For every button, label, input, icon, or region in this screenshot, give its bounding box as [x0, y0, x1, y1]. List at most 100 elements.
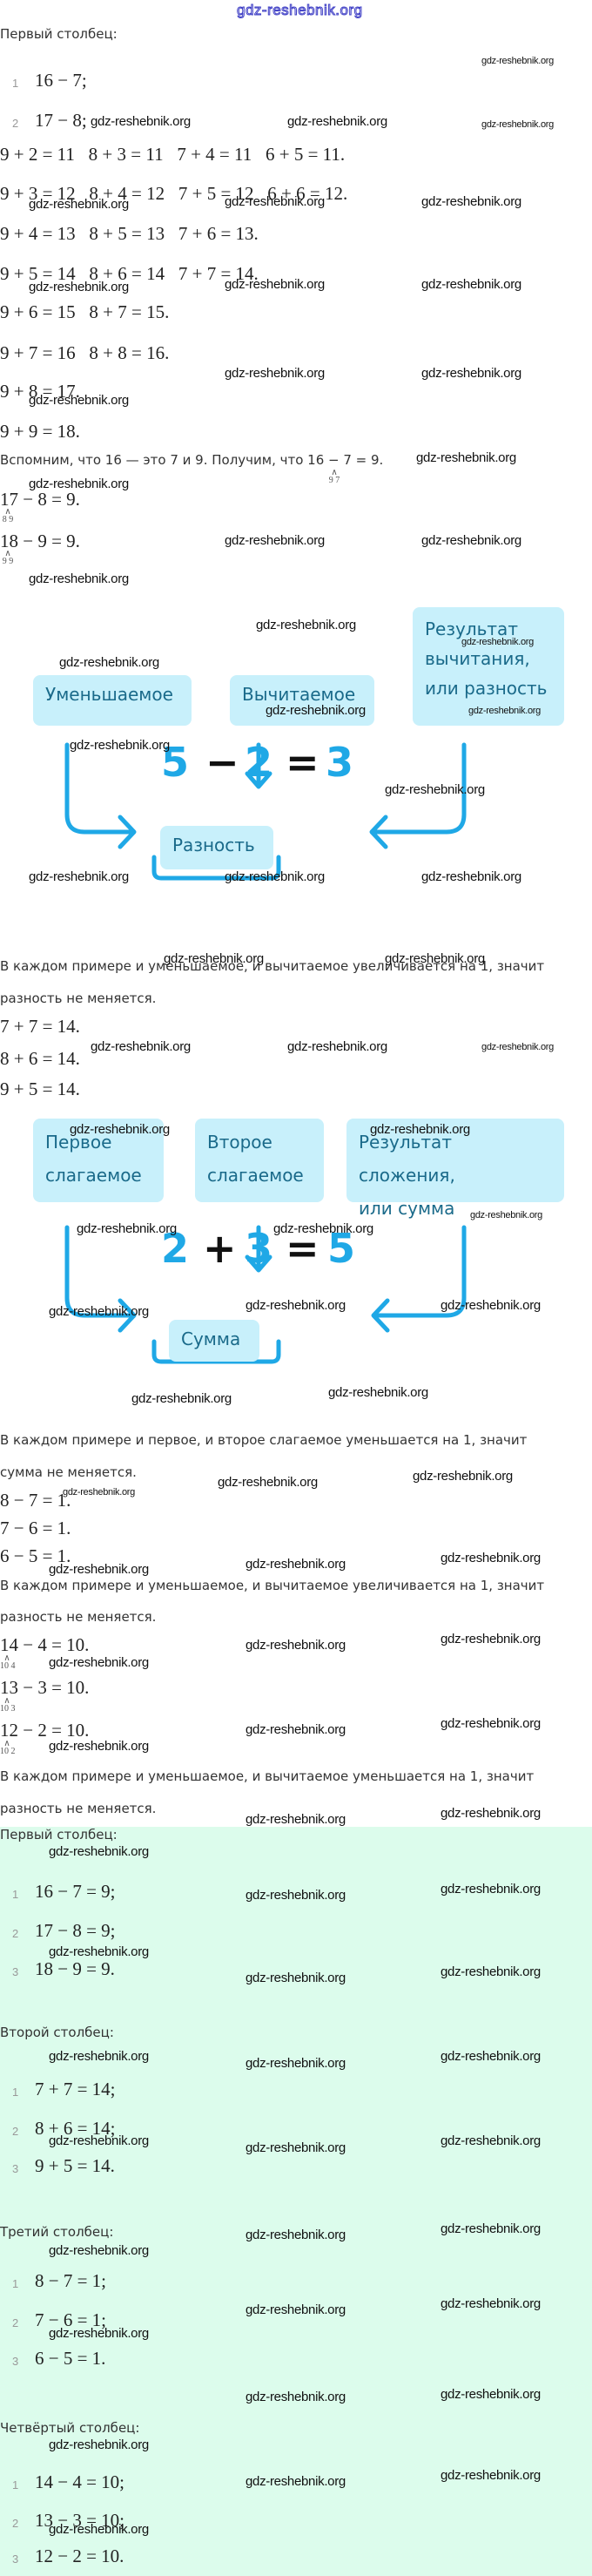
- watermark-text: gdz-reshebnik.org: [441, 1964, 541, 1979]
- arrow-sum: [371, 1225, 467, 1333]
- list-item: 16 − 7;: [35, 70, 87, 91]
- watermark-text: gdz-reshebnik.org: [421, 194, 521, 209]
- explanation-text: В каждом примере и уменьшаемое, и вычита…: [0, 1578, 545, 1593]
- list-number: 1: [12, 2478, 19, 2491]
- watermark-text: gdz-reshebnik.org: [246, 1888, 346, 1903]
- minuend-label: Уменьшаемое: [45, 684, 173, 705]
- watermark-text: gdz-reshebnik.org: [246, 1638, 346, 1653]
- decomposition-values: 10 4: [0, 1661, 16, 1671]
- second-addend-label: слагаемое: [207, 1165, 304, 1186]
- result-label-line: или сумма: [359, 1198, 455, 1219]
- watermark-text: gdz-reshebnik.org: [218, 1475, 318, 1490]
- watermark-text: gdz-reshebnik.org: [29, 869, 129, 884]
- list-number: 1: [12, 1888, 19, 1901]
- answer-item: 16 − 7 = 9;: [35, 1881, 116, 1902]
- minus-sign: −: [205, 739, 239, 786]
- watermark-text: gdz-reshebnik.org: [441, 2133, 541, 2148]
- watermark-text: gdz-reshebnik.org: [256, 618, 356, 632]
- sum-label: Сумма: [181, 1329, 241, 1349]
- watermark-text: gdz-reshebnik.org: [49, 1304, 149, 1319]
- watermark-text: gdz-reshebnik.org: [164, 951, 264, 966]
- watermark-text: gdz-reshebnik.org: [49, 1844, 149, 1859]
- watermark-text: gdz-reshebnik.org: [49, 2243, 149, 2258]
- decomposition-16: ∧9 7: [328, 468, 340, 485]
- explanation-text: В каждом примере и уменьшаемое, и вычита…: [0, 958, 545, 974]
- watermark-text: gdz-reshebnik.org: [385, 951, 485, 966]
- result-label-line: Результат: [425, 619, 518, 639]
- watermark-text: gdz-reshebnik.org: [441, 1716, 541, 1731]
- equation-line: 9 + 7 = 16 8 + 8 = 16.: [0, 342, 170, 363]
- watermark-text: gdz-reshebnik.org: [29, 197, 129, 212]
- equation-line: 9 + 8 = 17.: [0, 381, 80, 402]
- decomposition-13: ∧10 3: [0, 1696, 16, 1714]
- watermark-text: gdz-reshebnik.org: [29, 477, 129, 491]
- result-label-line: или разность: [425, 678, 548, 699]
- equation-line: 18 − 9 = 9.: [0, 531, 80, 551]
- watermark-text: gdz-reshebnik.org: [49, 2437, 149, 2452]
- watermark-text: gdz-reshebnik.org: [225, 869, 325, 884]
- arrow-minuend: [64, 742, 137, 849]
- watermark-text: gdz-reshebnik.org: [70, 738, 170, 753]
- watermark-text: gdz-reshebnik.org: [441, 2221, 541, 2236]
- watermark-text: gdz-reshebnik.org: [266, 703, 366, 718]
- explanation-text: В каждом примере и первое, и второе слаг…: [0, 1432, 528, 1448]
- explanation-text: разность не меняется.: [0, 1609, 157, 1625]
- watermark-text: gdz-reshebnik.org: [246, 2140, 346, 2155]
- explanation-text: разность не меняется.: [0, 1801, 157, 1816]
- equation-line: 9 + 9 = 18.: [0, 421, 80, 442]
- equation-line: 17 − 8 = 9.: [0, 489, 80, 510]
- watermark-text: gdz-reshebnik.org: [49, 1655, 149, 1670]
- plus-sign: +: [203, 1225, 237, 1272]
- watermark-text: gdz-reshebnik.org: [370, 1122, 470, 1137]
- watermark-text: gdz-reshebnik.org: [49, 2133, 149, 2148]
- watermark-text: gdz-reshebnik.org: [413, 1469, 513, 1484]
- watermark-text: gdz-reshebnik.org: [29, 393, 129, 408]
- watermark-text: gdz-reshebnik.org: [470, 1210, 542, 1220]
- answer-item: 13 − 3 = 10;: [35, 2510, 125, 2531]
- explanation-text: Вспомним, что 16 — это 7 и 9. Получим, ч…: [0, 452, 384, 468]
- answer-item: 7 + 7 = 14;: [35, 2079, 116, 2099]
- answer-item: 14 − 4 = 10;: [35, 2471, 125, 2492]
- bracket-difference: [151, 855, 281, 881]
- answer-item: 8 + 6 = 14;: [35, 2118, 116, 2139]
- second-addend-box: Второе слагаемое: [195, 1119, 324, 1202]
- list-number: 3: [12, 1965, 19, 1978]
- watermark-text: gdz-reshebnik.org: [225, 277, 325, 292]
- answer-item: 8 − 7 = 1;: [35, 2270, 107, 2291]
- answer-item: 7 − 6 = 1;: [35, 2309, 107, 2330]
- second-addend-number: 3: [245, 1225, 273, 1272]
- list-number: 1: [12, 77, 19, 90]
- list-number: 2: [12, 117, 19, 130]
- watermark-text: gdz-reshebnik.org: [421, 869, 521, 884]
- watermark-text: gdz-reshebnik.org: [273, 1221, 373, 1236]
- second-addend-label: Второе: [207, 1132, 272, 1153]
- watermark-text: gdz-reshebnik.org: [49, 2522, 149, 2537]
- list-item: 17 − 8;: [35, 110, 87, 131]
- first-addend-label: слагаемое: [45, 1165, 142, 1186]
- watermark-text: gdz-reshebnik.org: [421, 366, 521, 381]
- minuend-number: 5: [161, 739, 190, 786]
- answer-item: 9 + 5 = 14.: [35, 2155, 115, 2176]
- watermark-text: gdz-reshebnik.org: [461, 637, 534, 647]
- equation-line: 9 + 6 = 15 8 + 7 = 15.: [0, 301, 170, 322]
- watermark-text: gdz-reshebnik.org: [49, 1562, 149, 1577]
- watermark-text: gdz-reshebnik.org: [441, 2468, 541, 2483]
- explanation-text: разность не меняется.: [0, 991, 157, 1006]
- decomposition-17: ∧8 9: [2, 507, 14, 524]
- watermark-text: gdz-reshebnik.org: [441, 2296, 541, 2311]
- site-watermark-header[interactable]: gdz-reshebnik.org: [237, 2, 363, 19]
- watermark-text: gdz-reshebnik.org: [225, 194, 325, 209]
- first-addend-label: Первое: [45, 1132, 112, 1153]
- decomposition-14: ∧10 4: [0, 1653, 16, 1671]
- answer-item: 17 − 8 = 9;: [35, 1920, 116, 1941]
- watermark-text: gdz-reshebnik.org: [441, 1882, 541, 1897]
- watermark-text: gdz-reshebnik.org: [49, 2049, 149, 2064]
- watermark-text: gdz-reshebnik.org: [225, 533, 325, 548]
- list-number: 2: [12, 2125, 19, 2138]
- equation-line: 9 + 2 = 11 8 + 3 = 11 7 + 4 = 11 6 + 5 =…: [0, 144, 346, 165]
- answer-item: 18 − 9 = 9.: [35, 1958, 115, 1979]
- watermark-text: gdz-reshebnik.org: [131, 1391, 232, 1406]
- equation-line: 9 + 3 = 12 8 + 4 = 12 7 + 5 = 12 6 + 6 =…: [0, 183, 348, 204]
- watermark-text: gdz-reshebnik.org: [246, 2302, 346, 2317]
